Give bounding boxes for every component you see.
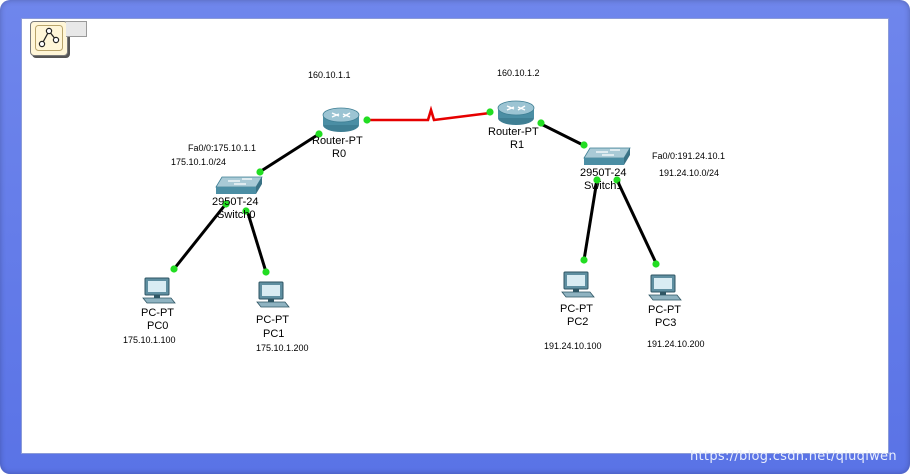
- router-r0-icon[interactable]: [322, 107, 360, 132]
- pc3-name-label: PC3: [655, 317, 677, 329]
- r0-name-label: R0: [332, 148, 347, 160]
- r1-model-label: Router-PT: [488, 126, 539, 138]
- pc3-model-label: PC-PT: [648, 304, 681, 316]
- r1-serial-ip: 160.10.1.2: [497, 68, 540, 78]
- switch0-name-label: Switch0: [217, 209, 256, 221]
- pc0-name-label: PC0: [147, 320, 169, 332]
- pc1-model-label: PC-PT: [256, 314, 289, 326]
- switch0-gateway-label: Fa0/0:175.10.1.1: [188, 143, 257, 153]
- pc2-name-label: PC2: [567, 316, 589, 328]
- switch0-network-label: 175.10.1.0/24: [171, 157, 227, 167]
- switch1-network-label: 191.24.10.0/24: [659, 168, 720, 178]
- link-r0-r1[interactable]: [365, 105, 491, 122]
- switch1-gateway-label: Fa0/0:191.24.10.1: [652, 151, 726, 161]
- pc1-icon[interactable]: [256, 281, 290, 308]
- link-r1-switch1[interactable]: [540, 122, 586, 148]
- watermark-url: https://blog.csdn.net/qiuqiwen: [690, 449, 897, 464]
- pc3-icon[interactable]: [648, 274, 682, 301]
- link-switch1-pc3[interactable]: [615, 179, 658, 264]
- link-r0-switch0[interactable]: [257, 132, 320, 175]
- pc0-ip-label: 175.10.1.100: [123, 335, 176, 345]
- router-r1-icon[interactable]: [497, 100, 535, 125]
- switch1-icon[interactable]: [583, 147, 631, 165]
- r0-serial-ip: 160.10.1.1: [308, 70, 351, 80]
- pc0-icon[interactable]: [142, 277, 176, 304]
- pc1-name-label: PC1: [263, 328, 285, 340]
- pc2-model-label: PC-PT: [560, 303, 593, 315]
- pc3-ip-label: 191.24.10.200: [647, 339, 705, 349]
- switch0-model-label: 2950T-24: [212, 196, 259, 208]
- toolbar-tab: [66, 21, 87, 37]
- link-lights: [170, 108, 660, 276]
- switch1-model-label: 2950T-24: [580, 167, 627, 179]
- switch1-name-label: Switch1: [584, 180, 623, 192]
- switch0-icon[interactable]: [215, 176, 263, 194]
- link-switch0-pc0[interactable]: [172, 204, 227, 270]
- r1-name-label: R1: [510, 139, 525, 151]
- pc2-icon[interactable]: [561, 271, 595, 298]
- link-switch0-pc1[interactable]: [245, 209, 268, 273]
- pc2-ip-label: 191.24.10.100: [544, 341, 602, 351]
- r0-model-label: Router-PT: [312, 135, 363, 147]
- pc1-ip-label: 175.10.1.200: [256, 343, 309, 353]
- logical-topology-icon[interactable]: [30, 21, 68, 56]
- pc0-model-label: PC-PT: [141, 307, 174, 319]
- logical-workspace[interactable]: [21, 18, 889, 454]
- link-switch1-pc2[interactable]: [582, 179, 599, 261]
